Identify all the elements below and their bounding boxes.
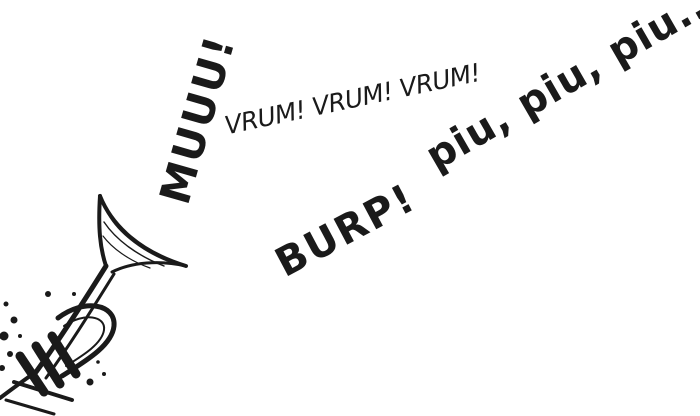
sound-text-burp: BURP!: [268, 174, 424, 287]
trumpet-icon: [0, 194, 188, 416]
